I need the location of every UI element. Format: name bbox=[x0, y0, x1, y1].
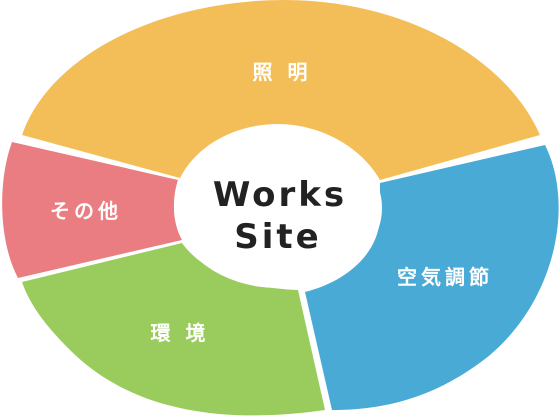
segment-lighting bbox=[22, 0, 540, 180]
segment-other bbox=[2, 142, 183, 278]
segment-hvac bbox=[305, 145, 559, 410]
label-hvac: 空気調節 bbox=[397, 265, 493, 289]
center-title-line2: Site bbox=[234, 217, 321, 257]
label-environment: 環 境 bbox=[151, 321, 210, 345]
segment-environment bbox=[22, 243, 325, 416]
label-lighting: 照 明 bbox=[253, 60, 312, 84]
center-title-line1: Works bbox=[213, 175, 347, 215]
center-hole bbox=[174, 128, 382, 288]
label-other: その他 bbox=[50, 199, 122, 223]
